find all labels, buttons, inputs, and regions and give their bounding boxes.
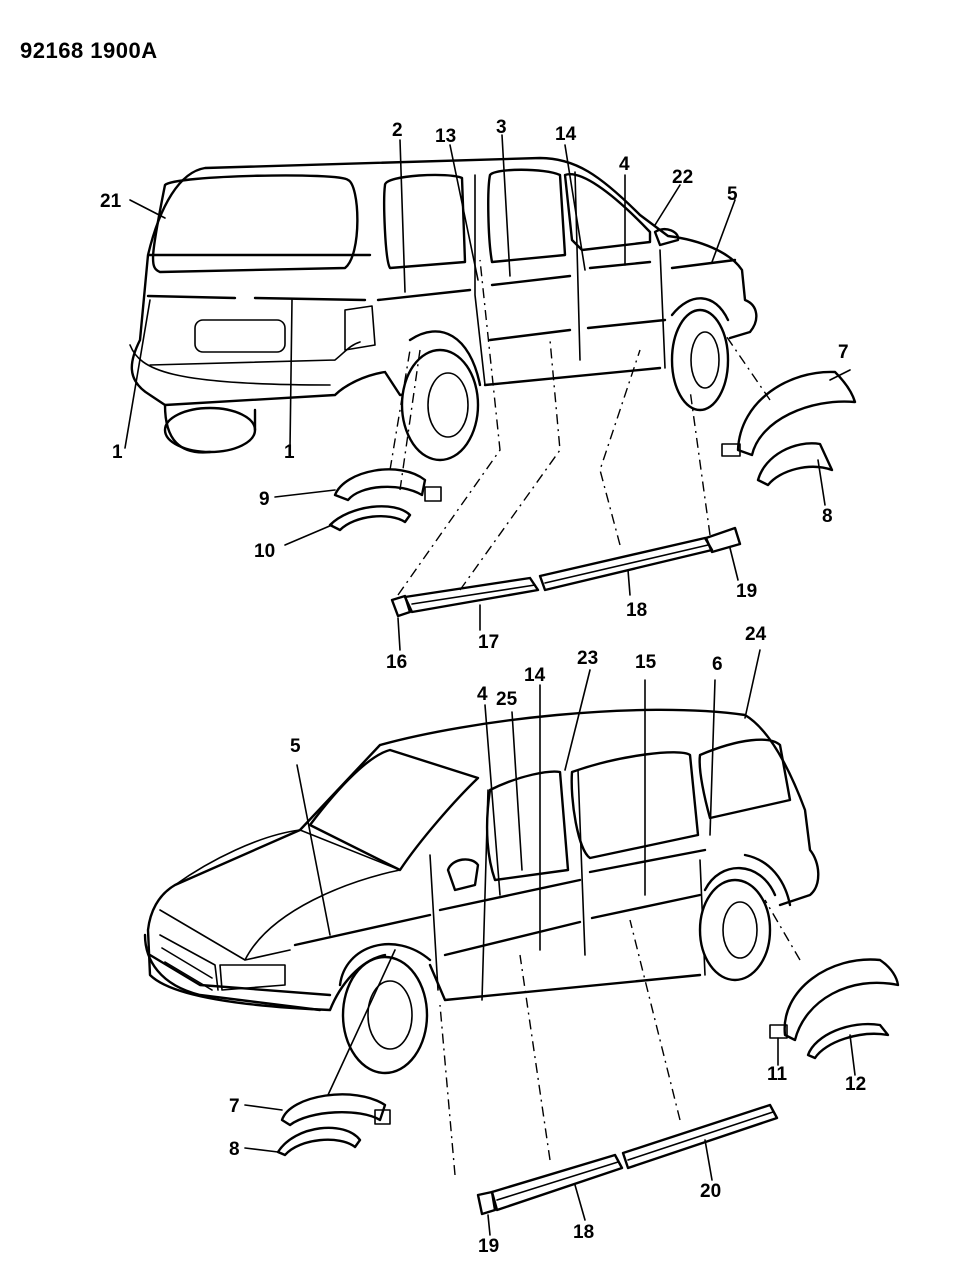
top-van-door-seams bbox=[474, 171, 666, 386]
callout-15: 15 bbox=[635, 652, 657, 673]
callout-4a: 4 bbox=[619, 154, 630, 175]
bottom-leader-lines bbox=[244, 649, 856, 1236]
wheel-flare-9 bbox=[333, 468, 442, 502]
part-19-end-cap-top bbox=[704, 526, 742, 554]
callout-22: 22 bbox=[672, 167, 693, 188]
callout-numbers: 1 1 2 3 4 5 21 13 14 22 7 8 9 10 16 17 1… bbox=[100, 117, 866, 1257]
wheel-flare-8-top bbox=[756, 442, 834, 487]
callout-17: 17 bbox=[478, 632, 499, 653]
wheel-flare-7-top bbox=[721, 370, 857, 457]
top-van-window-3 bbox=[563, 173, 652, 252]
bottom-sill-moldings bbox=[476, 1103, 779, 1216]
callout-4b: 4 bbox=[477, 684, 488, 705]
wheel-flare-12 bbox=[806, 1022, 890, 1060]
wheel-flare-8-bottom bbox=[276, 1126, 362, 1157]
bottom-van-front-wheel bbox=[338, 943, 432, 1075]
bottom-van-front-bumper bbox=[143, 933, 332, 1012]
callout-3: 3 bbox=[496, 117, 507, 138]
callout-19a: 19 bbox=[736, 581, 757, 602]
callout-7a: 7 bbox=[838, 342, 849, 363]
callout-6: 6 bbox=[712, 654, 723, 675]
callout-9: 9 bbox=[259, 489, 270, 510]
part-17-sill bbox=[403, 576, 540, 614]
callout-16: 16 bbox=[386, 652, 407, 673]
callout-25: 25 bbox=[496, 689, 518, 710]
top-van-rear-glass bbox=[151, 174, 359, 274]
callout-5a: 5 bbox=[727, 184, 738, 205]
callout-14a: 14 bbox=[555, 124, 577, 145]
bottom-van-windshield bbox=[308, 748, 480, 872]
callout-2: 2 bbox=[392, 120, 403, 141]
callout-24: 24 bbox=[745, 624, 767, 645]
top-van-body bbox=[130, 156, 758, 407]
top-van-rear-bumper bbox=[129, 341, 361, 386]
callout-11: 11 bbox=[767, 1064, 788, 1085]
wheel-flare-11 bbox=[769, 958, 900, 1042]
callout-19b: 19 bbox=[478, 1236, 499, 1257]
part-18-sill-bottom bbox=[490, 1153, 624, 1212]
top-van-taillight bbox=[344, 305, 376, 351]
part-19-end-cap-bottom bbox=[476, 1190, 497, 1216]
bottom-van bbox=[143, 708, 820, 1075]
callout-8b: 8 bbox=[229, 1139, 240, 1160]
callout-7b: 7 bbox=[229, 1096, 240, 1117]
callout-12: 12 bbox=[845, 1074, 866, 1095]
callout-20: 20 bbox=[700, 1181, 721, 1202]
callout-14b: 14 bbox=[524, 665, 546, 686]
bottom-van-door-seams bbox=[429, 769, 706, 1001]
callout-18a: 18 bbox=[626, 600, 647, 621]
top-van-moldings bbox=[146, 258, 737, 342]
top-van-mid-wheel bbox=[400, 330, 482, 462]
callout-21: 21 bbox=[100, 191, 122, 212]
top-van bbox=[129, 156, 758, 462]
top-van-window-2 bbox=[487, 168, 567, 264]
callout-13: 13 bbox=[435, 126, 456, 147]
bottom-van-rear-window bbox=[698, 738, 792, 820]
top-van-rear-wheel bbox=[163, 403, 257, 454]
top-leader-lines bbox=[124, 134, 851, 651]
callout-10: 10 bbox=[254, 541, 275, 562]
callout-18b: 18 bbox=[573, 1222, 594, 1243]
top-sill-moldings bbox=[390, 526, 742, 618]
wheel-flare-7-bottom bbox=[280, 1093, 391, 1127]
callout-5b: 5 bbox=[290, 736, 301, 757]
top-van-front-wheel bbox=[670, 297, 730, 412]
callout-23: 23 bbox=[577, 648, 598, 669]
callout-1b: 1 bbox=[284, 442, 295, 463]
bottom-van-front-window bbox=[485, 770, 570, 882]
callout-1a: 1 bbox=[112, 442, 123, 463]
bottom-van-hood bbox=[159, 829, 401, 961]
top-van-window-1 bbox=[383, 173, 467, 270]
bottom-van-grille bbox=[147, 929, 286, 991]
wheel-flare-10 bbox=[328, 505, 412, 532]
callout-8a: 8 bbox=[822, 506, 833, 527]
top-van-plate bbox=[194, 319, 286, 353]
bottom-van-mid-window bbox=[570, 751, 700, 860]
bottom-van-rear-wheel bbox=[698, 866, 777, 982]
part-16-end-cap bbox=[390, 594, 412, 618]
diagram-code: 92168 1900A bbox=[20, 38, 158, 63]
part-20-sill bbox=[621, 1103, 779, 1170]
top-van-mirror bbox=[653, 227, 680, 247]
bottom-van-mirror bbox=[446, 858, 480, 892]
bottom-van-moldings bbox=[293, 848, 707, 957]
